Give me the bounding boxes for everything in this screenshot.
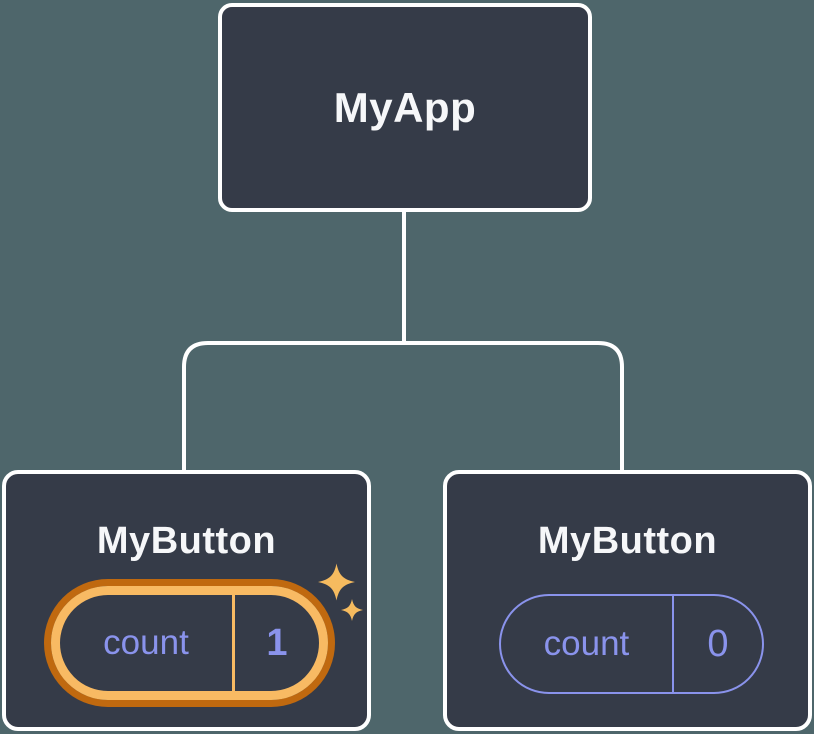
state-pill-highlighted: count 1 xyxy=(51,586,328,700)
node-title-myapp: MyApp xyxy=(333,83,477,131)
state-key-section: count xyxy=(60,595,232,691)
state-value-label: 0 xyxy=(707,622,729,665)
state-key-section: count xyxy=(501,596,672,692)
state-key-label: count xyxy=(543,624,630,663)
state-key-label: count xyxy=(103,623,189,662)
state-value-section: 1 xyxy=(231,595,319,691)
tree-node-mybutton-plain: MyButton count 0 xyxy=(443,470,812,731)
tree-node-mybutton-highlighted: MyButton count 1 xyxy=(2,470,371,731)
state-value-label: 1 xyxy=(266,621,288,664)
sparkle-icon xyxy=(341,599,363,621)
node-title-mybutton-right: MyButton xyxy=(537,520,718,562)
state-value-section: 0 xyxy=(671,596,762,692)
node-title-mybutton-left: MyButton xyxy=(96,520,277,562)
state-pill-plain: count 0 xyxy=(499,594,764,694)
sparkle-icon xyxy=(318,563,355,601)
tree-node-myapp: MyApp xyxy=(218,3,592,212)
